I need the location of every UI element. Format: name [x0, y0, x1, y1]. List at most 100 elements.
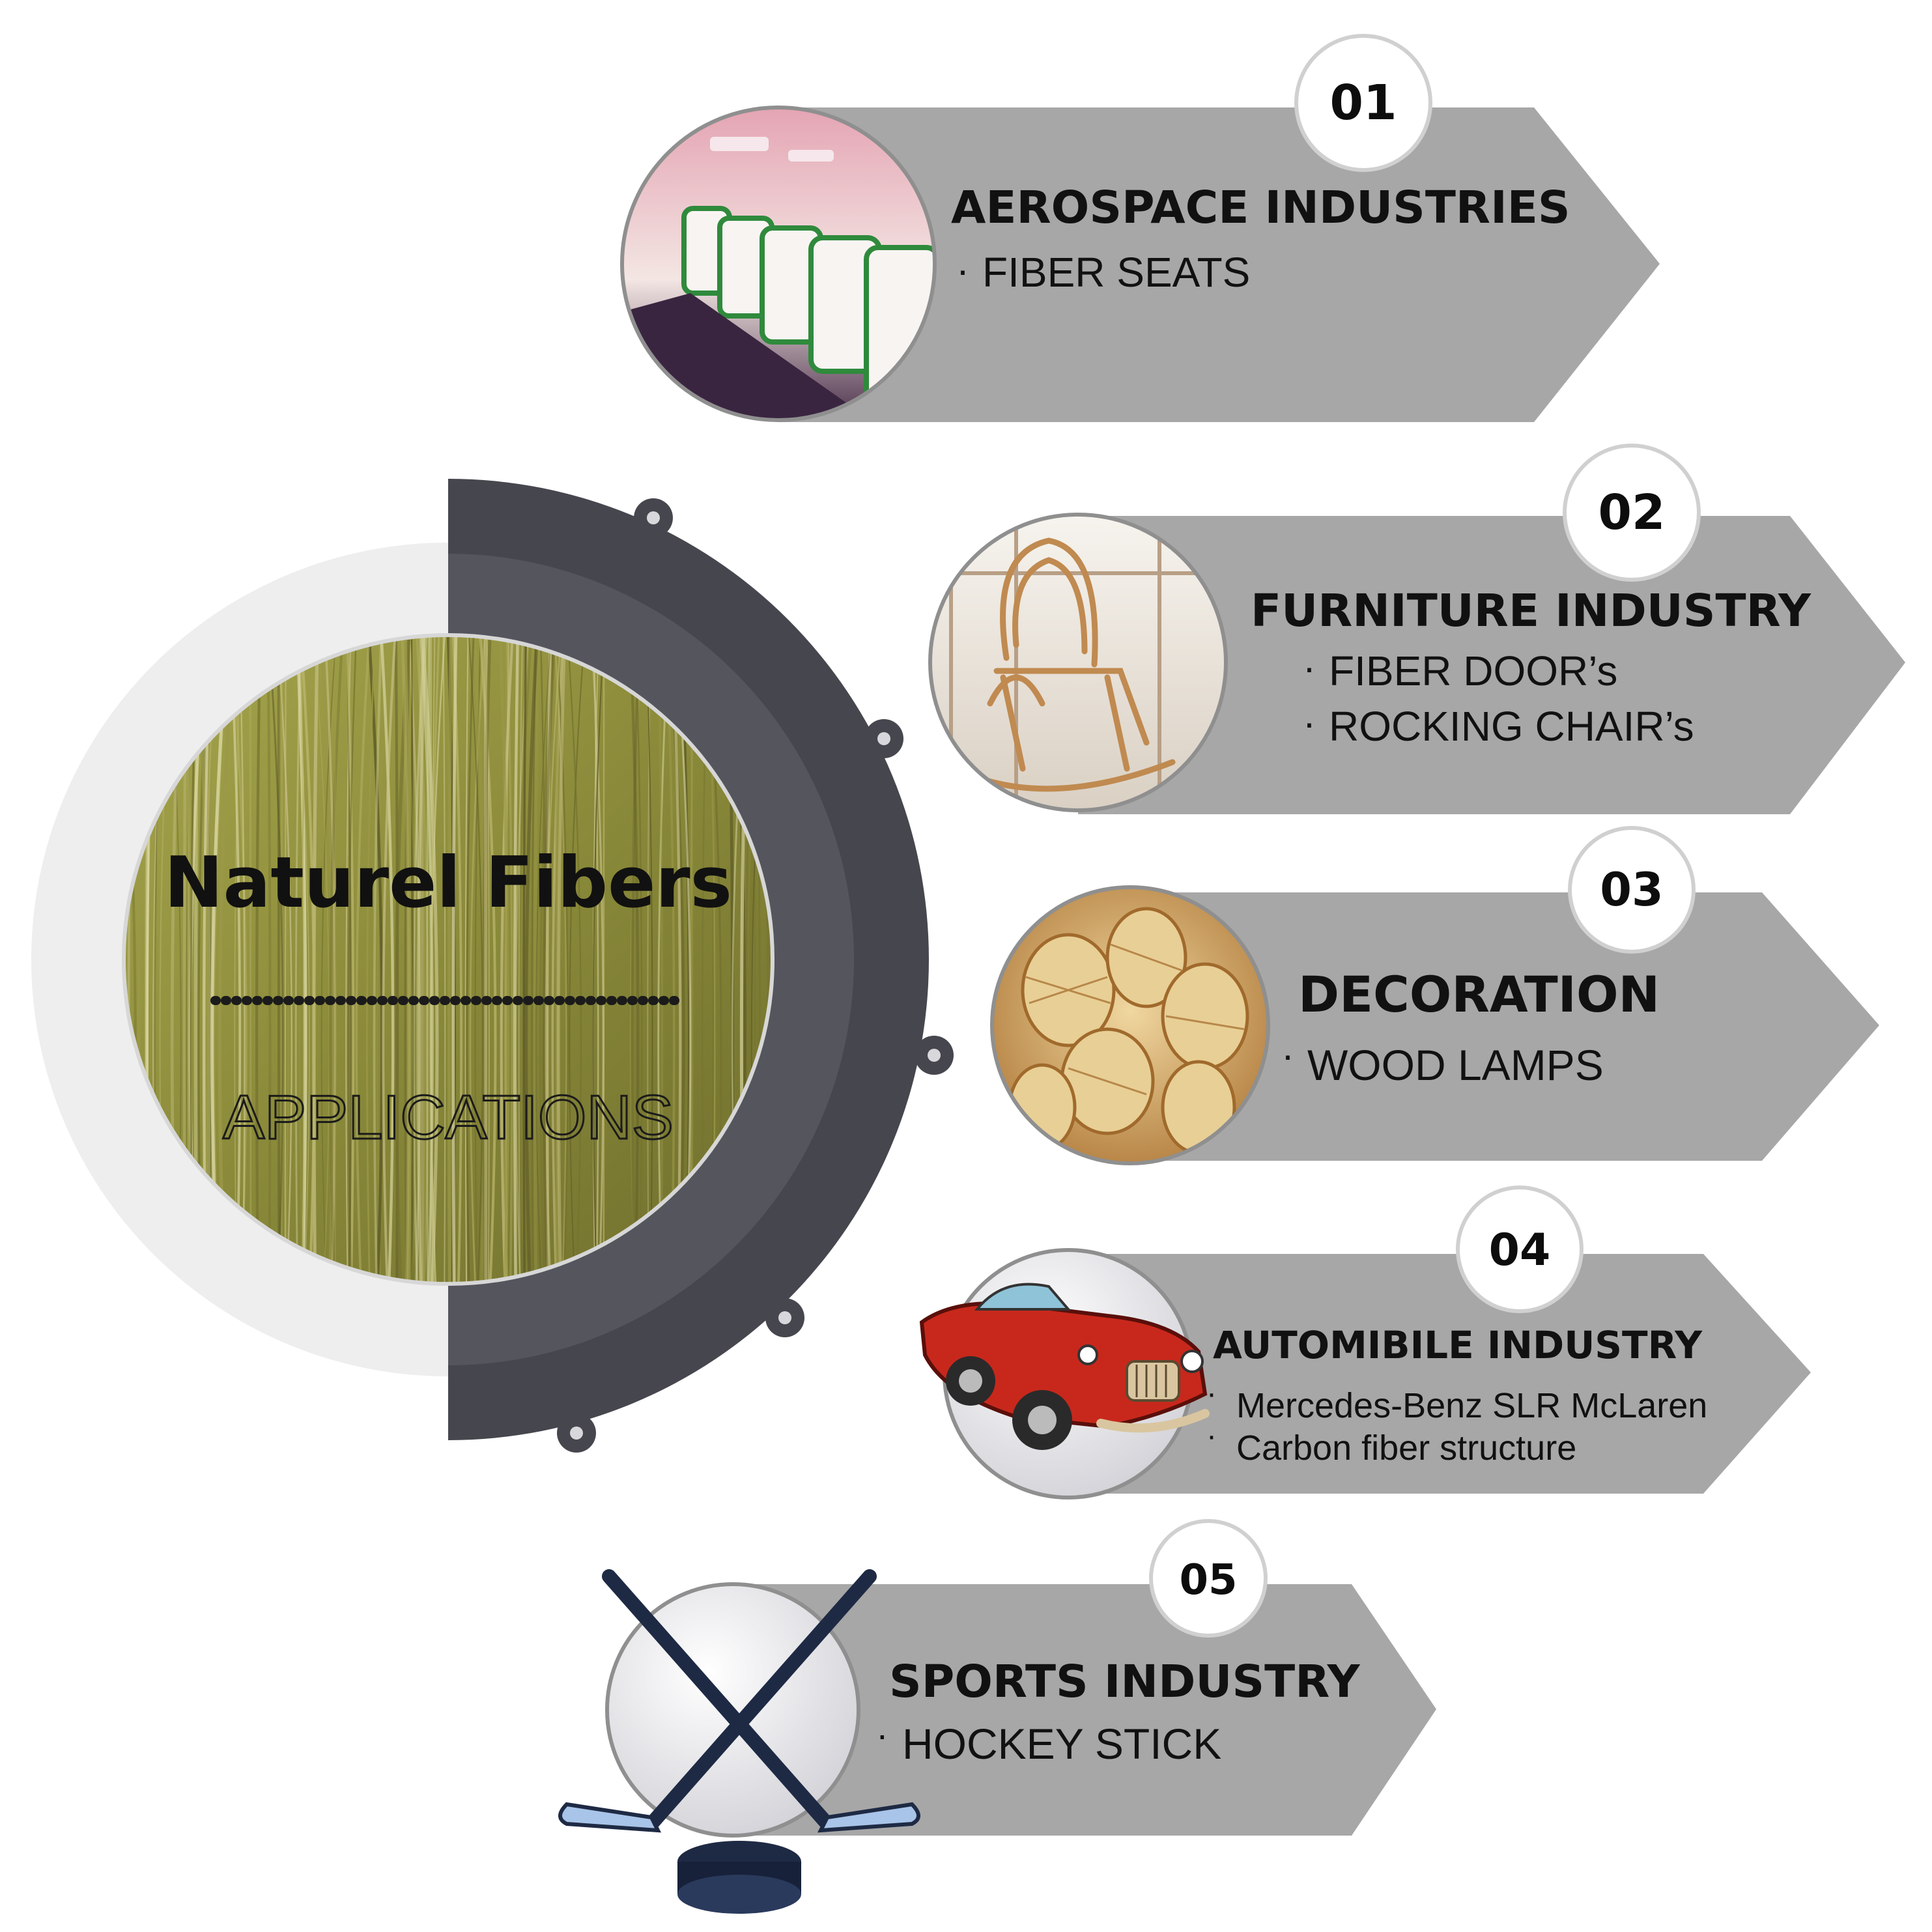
- fiber-strand: [483, 635, 488, 1284]
- fiber-strand: [328, 635, 345, 1284]
- item-05: 05 SPORTS INDUSTRY · HOCKEY STICK: [558, 1519, 1436, 1914]
- fiber-strand: [539, 635, 547, 1284]
- number-badge-02: [1563, 444, 1701, 582]
- fiber-strand: [234, 635, 242, 1284]
- airplane-seats-icon: [622, 107, 935, 420]
- fiber-strand: [566, 635, 582, 1284]
- fiber-strand: [416, 635, 428, 1284]
- fiber-strand: [294, 635, 310, 1284]
- item-number-04: 04: [1489, 1225, 1551, 1276]
- item-bullet-03-1: WOOD LAMPS: [1307, 1041, 1604, 1089]
- fiber-strand: [229, 635, 242, 1284]
- fiber-strand: [238, 635, 246, 1284]
- fiber-strand: [412, 635, 426, 1284]
- fiber-strand: [347, 635, 358, 1284]
- fiber-strand: [515, 635, 530, 1284]
- item-01: 01 AEROSPACE INDUSTRIES · FIBER SEATS: [620, 34, 1660, 422]
- fiber-strand: [394, 635, 412, 1284]
- banner-01: [778, 107, 1660, 422]
- fiber-strand: [500, 635, 515, 1284]
- item-bullet-05-1: HOCKEY STICK: [902, 1720, 1221, 1768]
- fiber-strand: [498, 635, 510, 1284]
- item-title-03: DECORATION: [1298, 965, 1660, 1023]
- bullet-marker: ·: [1303, 646, 1316, 689]
- fiber-strand: [551, 635, 565, 1284]
- fiber-strand: [299, 635, 316, 1284]
- number-badge-01: [1294, 34, 1432, 172]
- red-car-icon: [919, 1283, 1210, 1450]
- fiber-strand: [276, 635, 292, 1284]
- item-bullet-02-1: FIBER DOOR’s: [1329, 647, 1617, 694]
- item-number-05: 05: [1179, 1556, 1237, 1604]
- fiber-strand: [451, 635, 458, 1284]
- fiber-strand: [300, 635, 305, 1284]
- bullet-marker: ·: [956, 248, 969, 292]
- fiber-strand: [267, 635, 284, 1284]
- center-graphic: Naturel Fibers APPLICATIONS: [31, 479, 954, 1453]
- bullet-marker: ·: [1206, 1419, 1217, 1453]
- fiber-strand: [513, 635, 520, 1284]
- number-badge-03: [1568, 826, 1696, 954]
- fiber-strand: [447, 635, 453, 1284]
- fiber-strand: [533, 635, 540, 1284]
- fiber-strand: [373, 635, 382, 1284]
- fiber-strand: [647, 635, 651, 1284]
- item-03: 03 DECORATION · WOOD LAMPS: [990, 826, 1879, 1165]
- fiber-strand: [312, 635, 330, 1284]
- fiber-strand: [504, 635, 507, 1284]
- fiber-strand: [556, 635, 567, 1284]
- item-title-02: FURNITURE INDUSTRY: [1251, 585, 1811, 637]
- item-02: 02 FURNITURE INDUSTRY · FIBER DOOR’s · R…: [928, 444, 1905, 814]
- fiber-strand: [535, 635, 553, 1284]
- fiber-strand: [320, 635, 338, 1284]
- fiber-strand: [294, 635, 302, 1284]
- fiber-strand: [517, 635, 533, 1284]
- fiber-strand: [629, 635, 640, 1284]
- fiber-strand: [420, 635, 439, 1284]
- fiber-strand: [467, 635, 483, 1284]
- fiber-strand: [590, 635, 604, 1284]
- fiber-strand: [407, 635, 421, 1284]
- bullet-marker: ·: [876, 1714, 888, 1755]
- fiber-strand: [379, 635, 395, 1284]
- fiber-strand: [355, 635, 371, 1284]
- bullet-marker: ·: [1303, 701, 1316, 745]
- number-badge-04: [1456, 1186, 1584, 1313]
- fiber-strand: [631, 635, 641, 1284]
- banner-04: [1068, 1254, 1811, 1494]
- item-number-01: 01: [1330, 75, 1397, 131]
- fiber-strand: [429, 635, 433, 1284]
- item-bullet-04-1: Mercedes-Benz SLR McLaren: [1236, 1386, 1707, 1425]
- fiber-strand: [518, 635, 524, 1284]
- fiber-strand: [553, 635, 567, 1284]
- number-badge-05: [1149, 1519, 1268, 1638]
- fiber-strand: [274, 635, 290, 1284]
- fiber-strand: [249, 635, 252, 1284]
- banner-03: [1130, 892, 1879, 1161]
- item-bullet-01-1: FIBER SEATS: [982, 249, 1250, 296]
- bullet-marker: ·: [1206, 1376, 1217, 1411]
- fiber-strand: [430, 635, 441, 1284]
- fiber-strand: [255, 635, 262, 1284]
- item-title-05: SPORTS INDUSTRY: [889, 1656, 1361, 1708]
- fiber-strand: [634, 635, 643, 1284]
- banner-02: [1078, 516, 1905, 814]
- item-number-02: 02: [1598, 485, 1666, 541]
- fiber-strand: [592, 635, 605, 1284]
- fiber-strand: [382, 635, 397, 1284]
- center-title: Naturel Fibers: [164, 842, 732, 924]
- fiber-strand: [376, 635, 388, 1284]
- fiber-strand: [657, 635, 670, 1284]
- item-04: 04 AUTOMIBILE INDUSTRY · Mercedes-Benz S…: [919, 1186, 1811, 1499]
- fiber-strand: [466, 635, 476, 1284]
- fiber-strand: [411, 635, 414, 1284]
- item-number-03: 03: [1600, 863, 1663, 916]
- fiber-strand: [426, 635, 431, 1284]
- fiber-strand: [645, 635, 653, 1284]
- fiber-strand: [366, 635, 376, 1284]
- fiber-strand: [367, 635, 384, 1284]
- hockey-sticks-icon: [558, 1569, 920, 1914]
- fiber-strand: [469, 635, 487, 1284]
- fiber-strand: [524, 635, 539, 1284]
